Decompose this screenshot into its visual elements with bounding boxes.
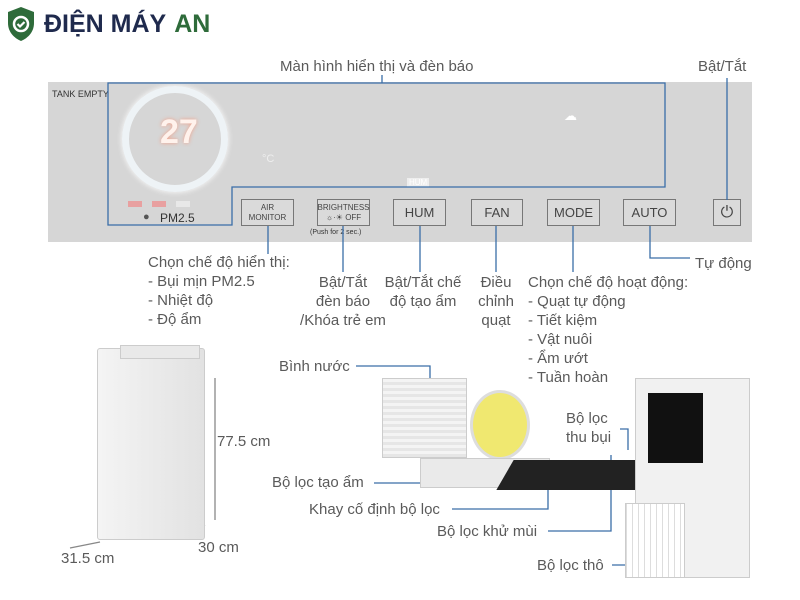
callout-line: - Quạt tự động: [528, 293, 626, 310]
callout-line: quạt: [481, 312, 511, 329]
purifier-product-image: [97, 348, 205, 540]
callout-line: đèn báo: [315, 293, 371, 310]
pm-indicator-3: [176, 201, 190, 207]
hum-button[interactable]: HUM: [393, 199, 446, 226]
callout-line: - Độ ẩm: [148, 311, 202, 328]
pm-indicator-1: [128, 201, 142, 207]
deodorizing-filter-label: Bộ lọc khử mùi: [437, 523, 538, 540]
callout-line: - Tuần hoàn: [528, 369, 609, 386]
callout-line: độ tạo ẩm: [389, 293, 457, 310]
callout-line: /Khóa trẻ em: [300, 312, 386, 329]
purifier-top: [120, 345, 200, 359]
pm25-label: PM2.5: [160, 211, 195, 225]
callout-line: chỉnh: [478, 293, 514, 310]
dust-filter-chamber: [648, 393, 703, 463]
callout-line: - Vật nuôi: [528, 331, 593, 348]
callout-line: Bật/Tắt chế: [384, 274, 462, 291]
shield-check-icon: [8, 7, 34, 41]
water-tank-image: [382, 378, 467, 458]
callout-line: - Nhiệt độ: [148, 292, 214, 309]
pre-filter-image: [625, 503, 685, 578]
air-monitor-callout: Chọn chế độ hiển thị: - Bụi mịn PM2.5 - Nh…: [148, 253, 290, 329]
brightness-callout: Bật/Tắt đèn báo/Khóa trẻ em: [288, 273, 398, 330]
dust-filter-label: Bộ lọc thu bụi: [566, 409, 611, 447]
auto-button[interactable]: AUTO: [623, 199, 676, 226]
callout-line: Điều: [480, 274, 512, 291]
display-callout: Màn hình hiển thị và đèn báo: [280, 58, 474, 75]
mode-callout: Chọn chế độ hoạt động: - Quạt tự động - Ti…: [528, 273, 688, 387]
hum-callout: Bật/Tắt chế độ tạo ẩm: [380, 273, 466, 311]
callout-line: - Tiết kiệm: [528, 312, 598, 329]
temperature-readout: 27: [160, 113, 198, 151]
auto-callout: Tự động: [695, 255, 752, 272]
hum-indicator: HUM: [407, 178, 430, 187]
width-dimension: 31.5 cm: [61, 550, 115, 567]
fan-callout: Điều chỉnh quạt: [470, 273, 522, 330]
depth-dimension: 30 cm: [198, 539, 239, 556]
display-ring: [122, 86, 228, 192]
mode-button[interactable]: MODE: [547, 199, 600, 226]
brightness-label: BRIGHTNESS: [317, 202, 370, 212]
humidifying-filter-image: [470, 390, 530, 460]
brightness-button[interactable]: BRIGHTNESS☼·☀ OFF: [317, 199, 370, 226]
cloud-icon: ☁: [564, 108, 577, 123]
brightness-sub: ☼·☀ OFF: [325, 212, 362, 222]
filter-tray-label: Khay cố định bộ lọc: [309, 501, 440, 518]
power-callout: Bật/Tắt: [698, 58, 747, 75]
brand-name: ĐIỆN MÁY: [44, 9, 167, 38]
celsius-unit: °C: [262, 153, 275, 165]
tank-empty-indicator: TANK EMPTY: [52, 89, 109, 99]
power-button[interactable]: ⏻: [713, 199, 741, 226]
child-lock-note: (Push for 2 sec.): [310, 229, 362, 236]
pre-filter-label: Bộ lọc thô: [537, 557, 604, 574]
callout-line: - Bụi mịn PM2.5: [148, 273, 255, 290]
power-icon: ⏻: [720, 203, 734, 221]
humidifying-filter-label: Bộ lọc tạo ẩm: [272, 474, 364, 491]
air-monitor-button[interactable]: AIR MONITOR: [241, 199, 294, 226]
droplet-icon: ●: [143, 211, 150, 223]
brand-name-accent: AN: [174, 9, 211, 38]
callout-line: Chọn chế độ hoạt động:: [528, 274, 689, 291]
callout-line: thu bụi: [566, 429, 612, 446]
water-tank-label: Bình nước: [279, 358, 350, 375]
fan-button[interactable]: FAN: [471, 199, 523, 226]
callout-line: Bật/Tắt: [318, 274, 368, 291]
pm-indicator-2: [152, 201, 166, 207]
callout-line: Bộ lọc: [566, 410, 608, 427]
callout-line: Chọn chế độ hiển thị:: [148, 254, 290, 271]
height-dimension: 77.5 cm: [217, 433, 271, 450]
callout-line: - Ẩm ướt: [528, 350, 588, 367]
